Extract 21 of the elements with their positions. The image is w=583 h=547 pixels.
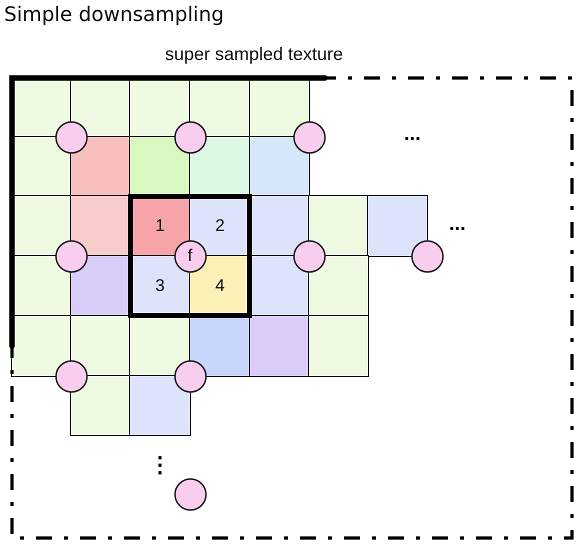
sample-point [410, 240, 444, 272]
sample-point [174, 120, 206, 154]
ellipsis: ⋮ [149, 454, 171, 476]
ellipsis: ... [404, 124, 421, 144]
texel [249, 136, 310, 197]
texel [249, 315, 310, 377]
texel [129, 375, 191, 436]
sample-point [174, 360, 206, 392]
region-title: super sampled texture [164, 44, 344, 65]
sample-point [292, 240, 326, 272]
sample-point [174, 478, 206, 510]
sample-point [54, 120, 88, 154]
texel [308, 315, 369, 377]
sample-point [292, 120, 326, 154]
kernel-frame [128, 194, 252, 318]
sample-point [54, 360, 88, 392]
sample-point [54, 240, 88, 272]
sample-point: f [174, 240, 206, 272]
texel [367, 195, 428, 257]
ellipsis: ... [449, 214, 466, 234]
diagram-title: Simple downsampling [4, 2, 224, 26]
